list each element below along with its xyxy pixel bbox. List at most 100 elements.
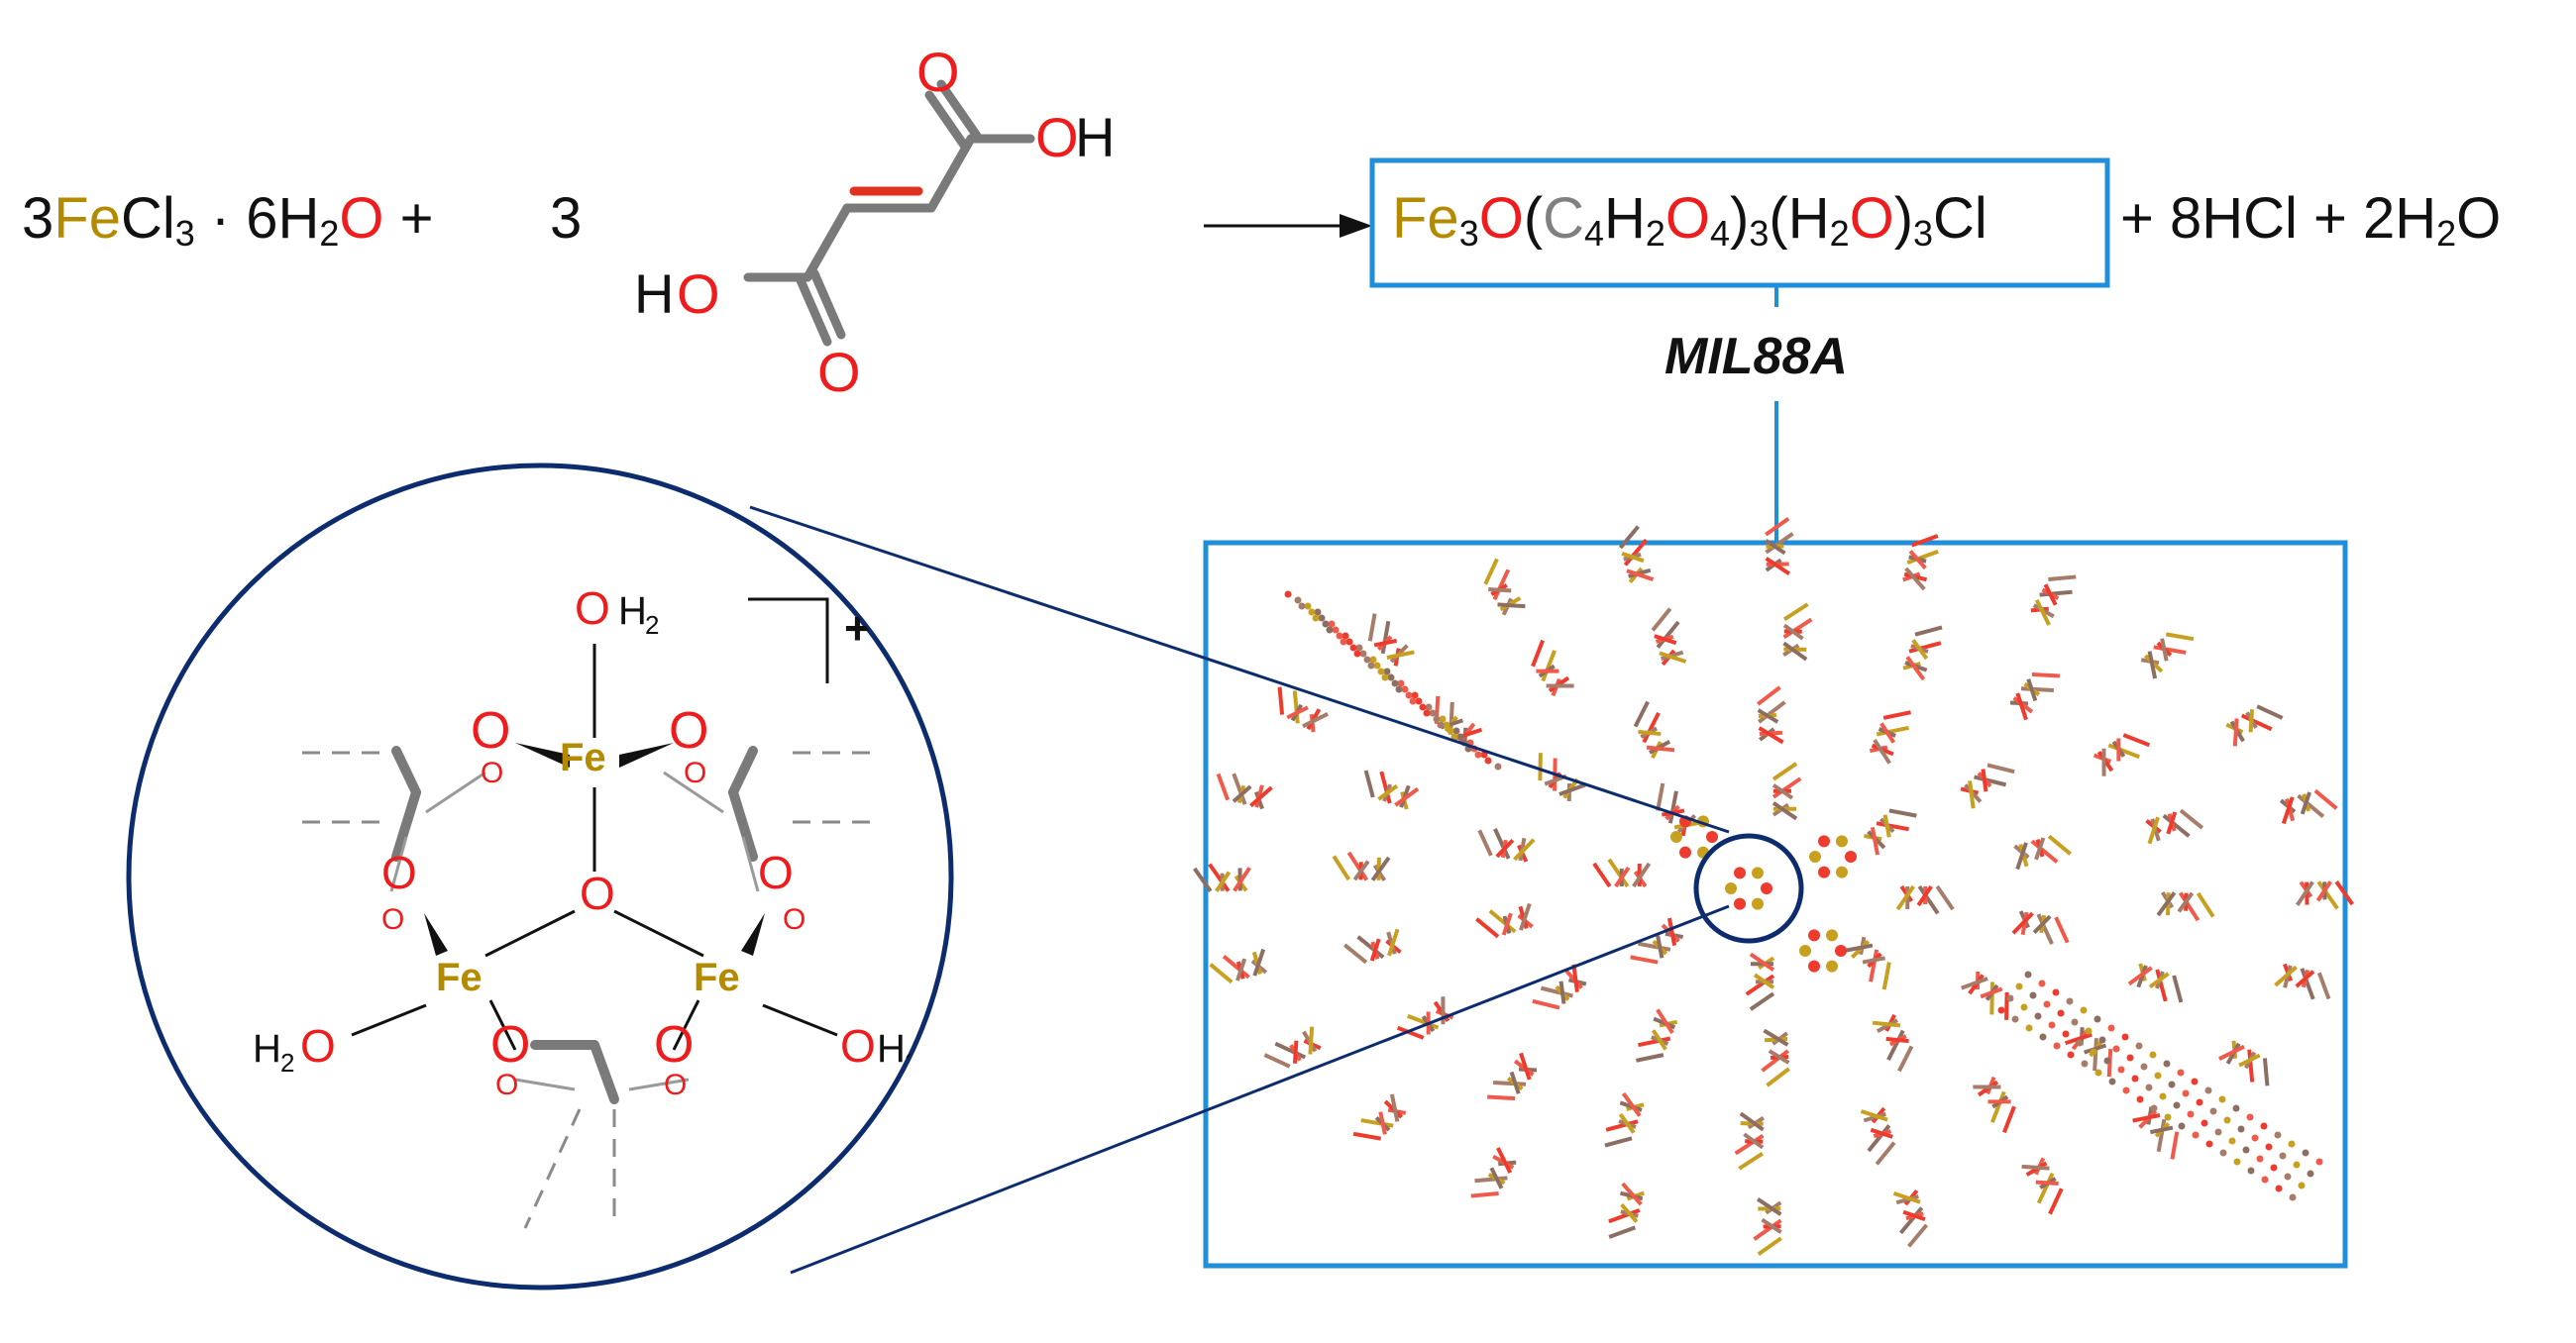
subscript: 2 <box>1645 212 1665 254</box>
lattice-strut <box>1876 821 1909 832</box>
lattice-strut <box>1753 1218 1782 1241</box>
lattice-strut <box>2034 599 2051 626</box>
lattice-strut <box>1882 814 1891 838</box>
lattice-atom <box>1443 721 1450 729</box>
lattice-strut <box>1905 656 1926 681</box>
lattice-strut <box>1989 981 1994 1015</box>
lattice-strut <box>1232 773 1247 805</box>
lattice-atom <box>2029 991 2037 999</box>
lattice-atom <box>2209 1107 2217 1115</box>
lattice-strut <box>1860 1109 1888 1122</box>
bond <box>796 275 832 347</box>
lattice-strut <box>1274 1041 1307 1060</box>
lattice-strut <box>1286 705 1309 720</box>
lattice-atom <box>1456 733 1464 741</box>
lattice-strut <box>1636 1053 1664 1063</box>
cluster-atom <box>1752 897 1764 910</box>
reactant-iron-chloride: 3FeCl3 · 6H2O + <box>22 190 434 252</box>
lattice-strut <box>1870 1127 1893 1139</box>
lattice-strut <box>1904 567 1926 591</box>
lattice-strut <box>2021 1164 2050 1171</box>
hydrogen-atom: H <box>877 1027 906 1071</box>
lattice-atom <box>2043 1000 2051 1008</box>
cluster-atom <box>1761 882 1772 894</box>
lattice-strut <box>2296 880 2314 906</box>
lattice-strut <box>1763 1028 1789 1047</box>
linker-coefficient: 3 <box>550 186 583 251</box>
lattice-atom <box>1326 626 1334 634</box>
lattice-strut <box>1892 1190 1921 1204</box>
lattice-strut <box>1363 770 1375 798</box>
lattice-strut <box>1618 1112 1636 1134</box>
cluster-atom <box>1808 960 1820 973</box>
lattice-strut <box>1654 634 1677 646</box>
lattice-strut <box>1493 828 1511 860</box>
lattice-strut <box>1302 712 1329 729</box>
lattice-atom <box>2261 1176 2269 1184</box>
lattice-atom <box>1433 715 1441 723</box>
lattice-strut <box>1761 1049 1789 1073</box>
oxygen-atom: O <box>575 582 610 634</box>
oxygen-atom: O <box>654 1016 694 1074</box>
lattice-atom <box>2085 1027 2093 1035</box>
cluster-atom <box>1826 960 1838 973</box>
lattice-strut <box>1870 827 1880 856</box>
lattice-atom <box>1415 697 1423 705</box>
lattice-strut <box>2032 914 2052 935</box>
lattice-strut <box>1907 1223 1929 1248</box>
lattice-strut <box>1558 981 1566 1004</box>
lattice-strut <box>1495 838 1515 859</box>
lattice-strut <box>1352 1131 1382 1141</box>
lattice-atom <box>2164 1113 2172 1121</box>
cluster-atom <box>1725 882 1737 894</box>
lattice-atom <box>1294 596 1302 604</box>
lattice-strut <box>2295 970 2315 988</box>
cluster-atom <box>1835 945 1847 957</box>
lattice-strut <box>1638 1036 1671 1048</box>
lattice-strut <box>2281 796 2295 825</box>
hydrogen-atom: H <box>634 262 674 325</box>
oxygen-atom: O <box>783 903 805 936</box>
lattice-strut <box>2015 692 2028 721</box>
lattice-strut <box>1489 1167 1504 1189</box>
cluster-atom <box>1845 851 1857 863</box>
lattice-atom <box>2196 1098 2203 1106</box>
lattice-atom <box>2140 1063 2148 1071</box>
chlorine-symbol: Cl <box>1933 186 1987 251</box>
oxygen-symbol: O <box>1478 186 1524 251</box>
lattice-strut <box>1249 785 1273 808</box>
lattice-atom <box>1328 620 1336 628</box>
lattice-atom <box>1340 638 1347 646</box>
lattice-strut <box>1497 602 1526 609</box>
lattice-strut <box>1766 1067 1790 1087</box>
lattice-atom <box>2187 1110 2195 1118</box>
oxygen-symbol: O <box>339 186 384 251</box>
lattice-atom <box>1314 608 1322 616</box>
lattice-strut <box>1656 782 1665 811</box>
lattice-strut <box>2162 813 2191 838</box>
lattice-atom <box>2232 1104 2240 1112</box>
bond <box>809 268 846 340</box>
lattice-atom <box>2178 1122 2186 1130</box>
lattice-strut <box>1646 745 1675 753</box>
lattice-strut <box>1782 623 1804 641</box>
lattice-strut <box>1292 690 1300 724</box>
lattice-strut <box>1656 1008 1674 1035</box>
lattice-strut <box>1911 639 1929 661</box>
lattice-strut <box>1360 1118 1394 1128</box>
lattice-strut <box>1352 860 1370 881</box>
lattice-atom <box>1395 685 1403 693</box>
lattice-strut <box>1633 700 1650 728</box>
lattice-strut <box>1765 517 1790 537</box>
lattice-atom <box>1349 644 1357 652</box>
lattice-atom <box>2200 1119 2208 1127</box>
lattice-atom <box>1318 614 1326 622</box>
lattice-atom <box>2288 1140 2296 1148</box>
lattice-strut <box>1974 775 2007 787</box>
lattice-strut <box>2002 1105 2016 1134</box>
hydrogen-symbol: H <box>1604 186 1646 251</box>
lattice-atom <box>2284 1173 2292 1181</box>
lattice-atom <box>1336 632 1343 640</box>
product-name-label: MIL88A <box>1664 328 1848 385</box>
lattice-strut <box>1667 790 1678 824</box>
